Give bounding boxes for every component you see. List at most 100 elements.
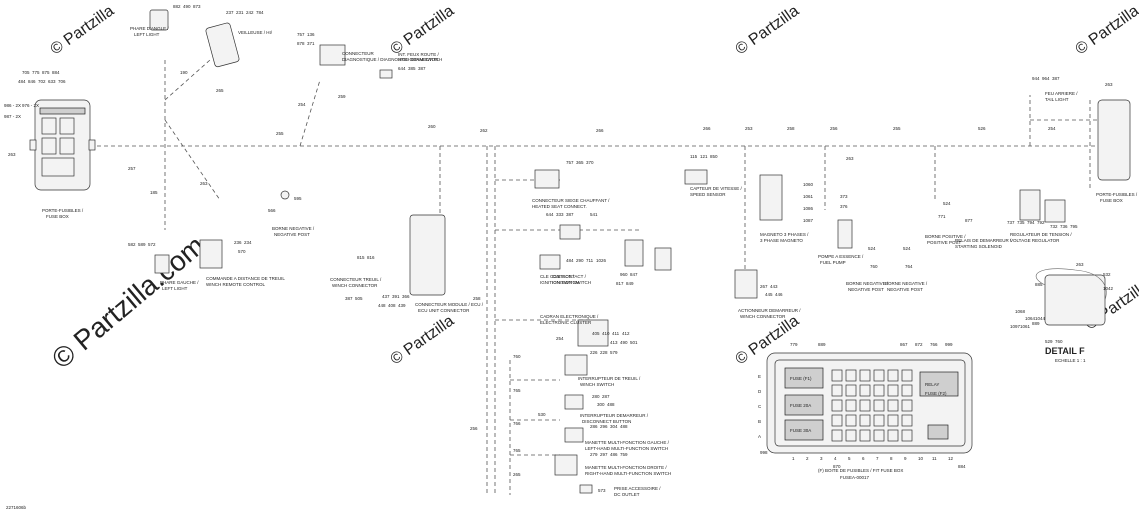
ref-label: 486 [610,452,618,457]
ref-label: 115 [690,154,698,159]
fuse-slot [887,399,899,412]
column-number: 7 [876,456,879,461]
ref-label: 445 [765,292,773,297]
ref-label: 999 [945,342,953,347]
ref-label: 236 [234,240,242,245]
ref-label: 376 [840,204,848,209]
component-label: TAIL LIGHT [1045,97,1069,102]
component-label: RELAIS DE DEMARREUR / [955,238,1012,243]
row-letter: C [758,404,762,409]
ref-label: 255 [893,126,901,131]
ref-label: 410 [602,331,610,336]
watermark: © Partzilla [733,2,803,58]
detail-scale: ECHELLE 1 : 1 [1055,358,1086,363]
ref-label: 1060 [803,182,814,187]
ref-label: 795 [1070,224,1078,229]
left-refs: 190 265 254 259 263 255 185 [150,70,346,195]
ref-label: 1086 [803,206,814,211]
component-label: REGULATEUR DE TENSION / [1010,232,1072,237]
component-label: DISCONNECT BUTTON [582,419,631,424]
side-note: 986 - 2X [4,103,21,108]
ref-label: 234 [244,240,252,245]
ref-label: 873 [193,4,201,9]
trunk-labels: 257 260 262 266 266 253 258 256 255 526 … [128,124,1056,171]
component-label: NEGATIVE POST [274,232,310,237]
ref-label: 784 [256,10,264,15]
column-number: 4 [834,456,837,461]
ref-label: 760 [1055,339,1063,344]
component-label: WINCH SWITCH [580,382,614,387]
component-label: NEGATIVE POST [848,287,884,292]
ref-label: 705 [22,70,30,75]
fuse-slot [831,414,843,427]
watermark: © Partzilla [1073,2,1139,58]
inner-label: FUSE 30A [790,428,811,433]
ref-label: 412 [622,331,630,336]
component-label: WINCH CONNECTOR [740,314,786,319]
component-label: BORNE NEGATIVE / [885,281,928,286]
ref-label: 732 [1050,224,1058,229]
ref-label: 766 [513,421,521,426]
ref-label: 541 [590,212,598,217]
ref-label: 231 [236,10,244,15]
ref-label: 530 [538,412,546,417]
ref-label: 385 [408,66,416,71]
component-label: BORNE NEGATIVE / [272,226,315,231]
ref-label: 846 [28,79,36,84]
component-label: MANETTE MULTI-FONCTION GAUCHE / [585,440,670,445]
fuse-slot [845,369,857,382]
component-label: 3 PHASE MAGNETO [760,238,803,243]
ref-label: 488 [620,424,628,429]
ref-label: 366 [402,294,410,299]
ref-label: 266 [703,126,711,131]
ref-label: 254 [298,102,306,107]
ref-label: 260 [428,124,436,129]
component-label: CAPTEUR DE VITESSE / [690,186,743,191]
ref-label: 391 [392,294,400,299]
ref-label: 572 [148,242,156,247]
ref-label: 1042 [1103,286,1114,291]
ref-label: 253 [745,126,753,131]
vertical-refs: 760 765 766 765 265 530 256 258 [470,296,546,477]
ref-label: 439 [398,303,406,308]
component-label: CONNECTEUR MODULE / ECU / [415,302,484,307]
ref-label: 817 [616,281,624,286]
fuse-box-left: 705 775 875 884 484 846 702 633 706 263 … [4,70,96,219]
ref-label: 265 [513,472,521,477]
component-label: CLE CONTACT / [540,274,575,279]
column-number: 12 [948,456,954,461]
ref-label: 1061 [803,194,814,199]
ref-label: 964 [1042,76,1050,81]
ref-label: 792 [1037,220,1045,225]
column-numbers: 1 2 3 4 5 6 7 8 9 10 11 12 [792,456,954,461]
ref-label: 263 [846,156,854,161]
fuse-slot [873,399,885,412]
fuse-slot [887,429,899,442]
component-label: CLE CONTACT / [552,274,587,279]
ref-label: 267 [760,284,768,289]
ref-label: 1061 [1020,324,1031,329]
ref-label: 771 [938,214,946,219]
ref-label: 960 [620,272,628,277]
detail-caption: FUSEA-00017 [840,475,870,480]
inner-label: FUSE (F2) [925,391,947,396]
ref-label: 524 [903,246,911,251]
component-label: NEGATIVE POST [887,287,923,292]
component-label: FEU ARRIERE / [1045,91,1078,96]
ref-label: 764 [905,264,913,269]
ref-label: 228 [600,350,608,355]
ref-label: 484 [18,79,26,84]
ref-label: 779 [790,342,798,347]
ref-label: 1064 [1025,316,1036,321]
ref-label: 280 [592,394,600,399]
ref-label: 566 [268,208,276,213]
ref-label: 889 [818,342,826,347]
component-label: VOLTAGE REGULATOR [1010,238,1060,243]
ref-label: 706 [58,79,66,84]
ref-label: 870 [833,464,841,469]
fuse-slot [901,429,913,442]
ref-label: 765 [513,388,521,393]
ref-label: 702 [38,79,46,84]
column-number: 11 [932,456,937,461]
ref-label: 190 [180,70,188,75]
